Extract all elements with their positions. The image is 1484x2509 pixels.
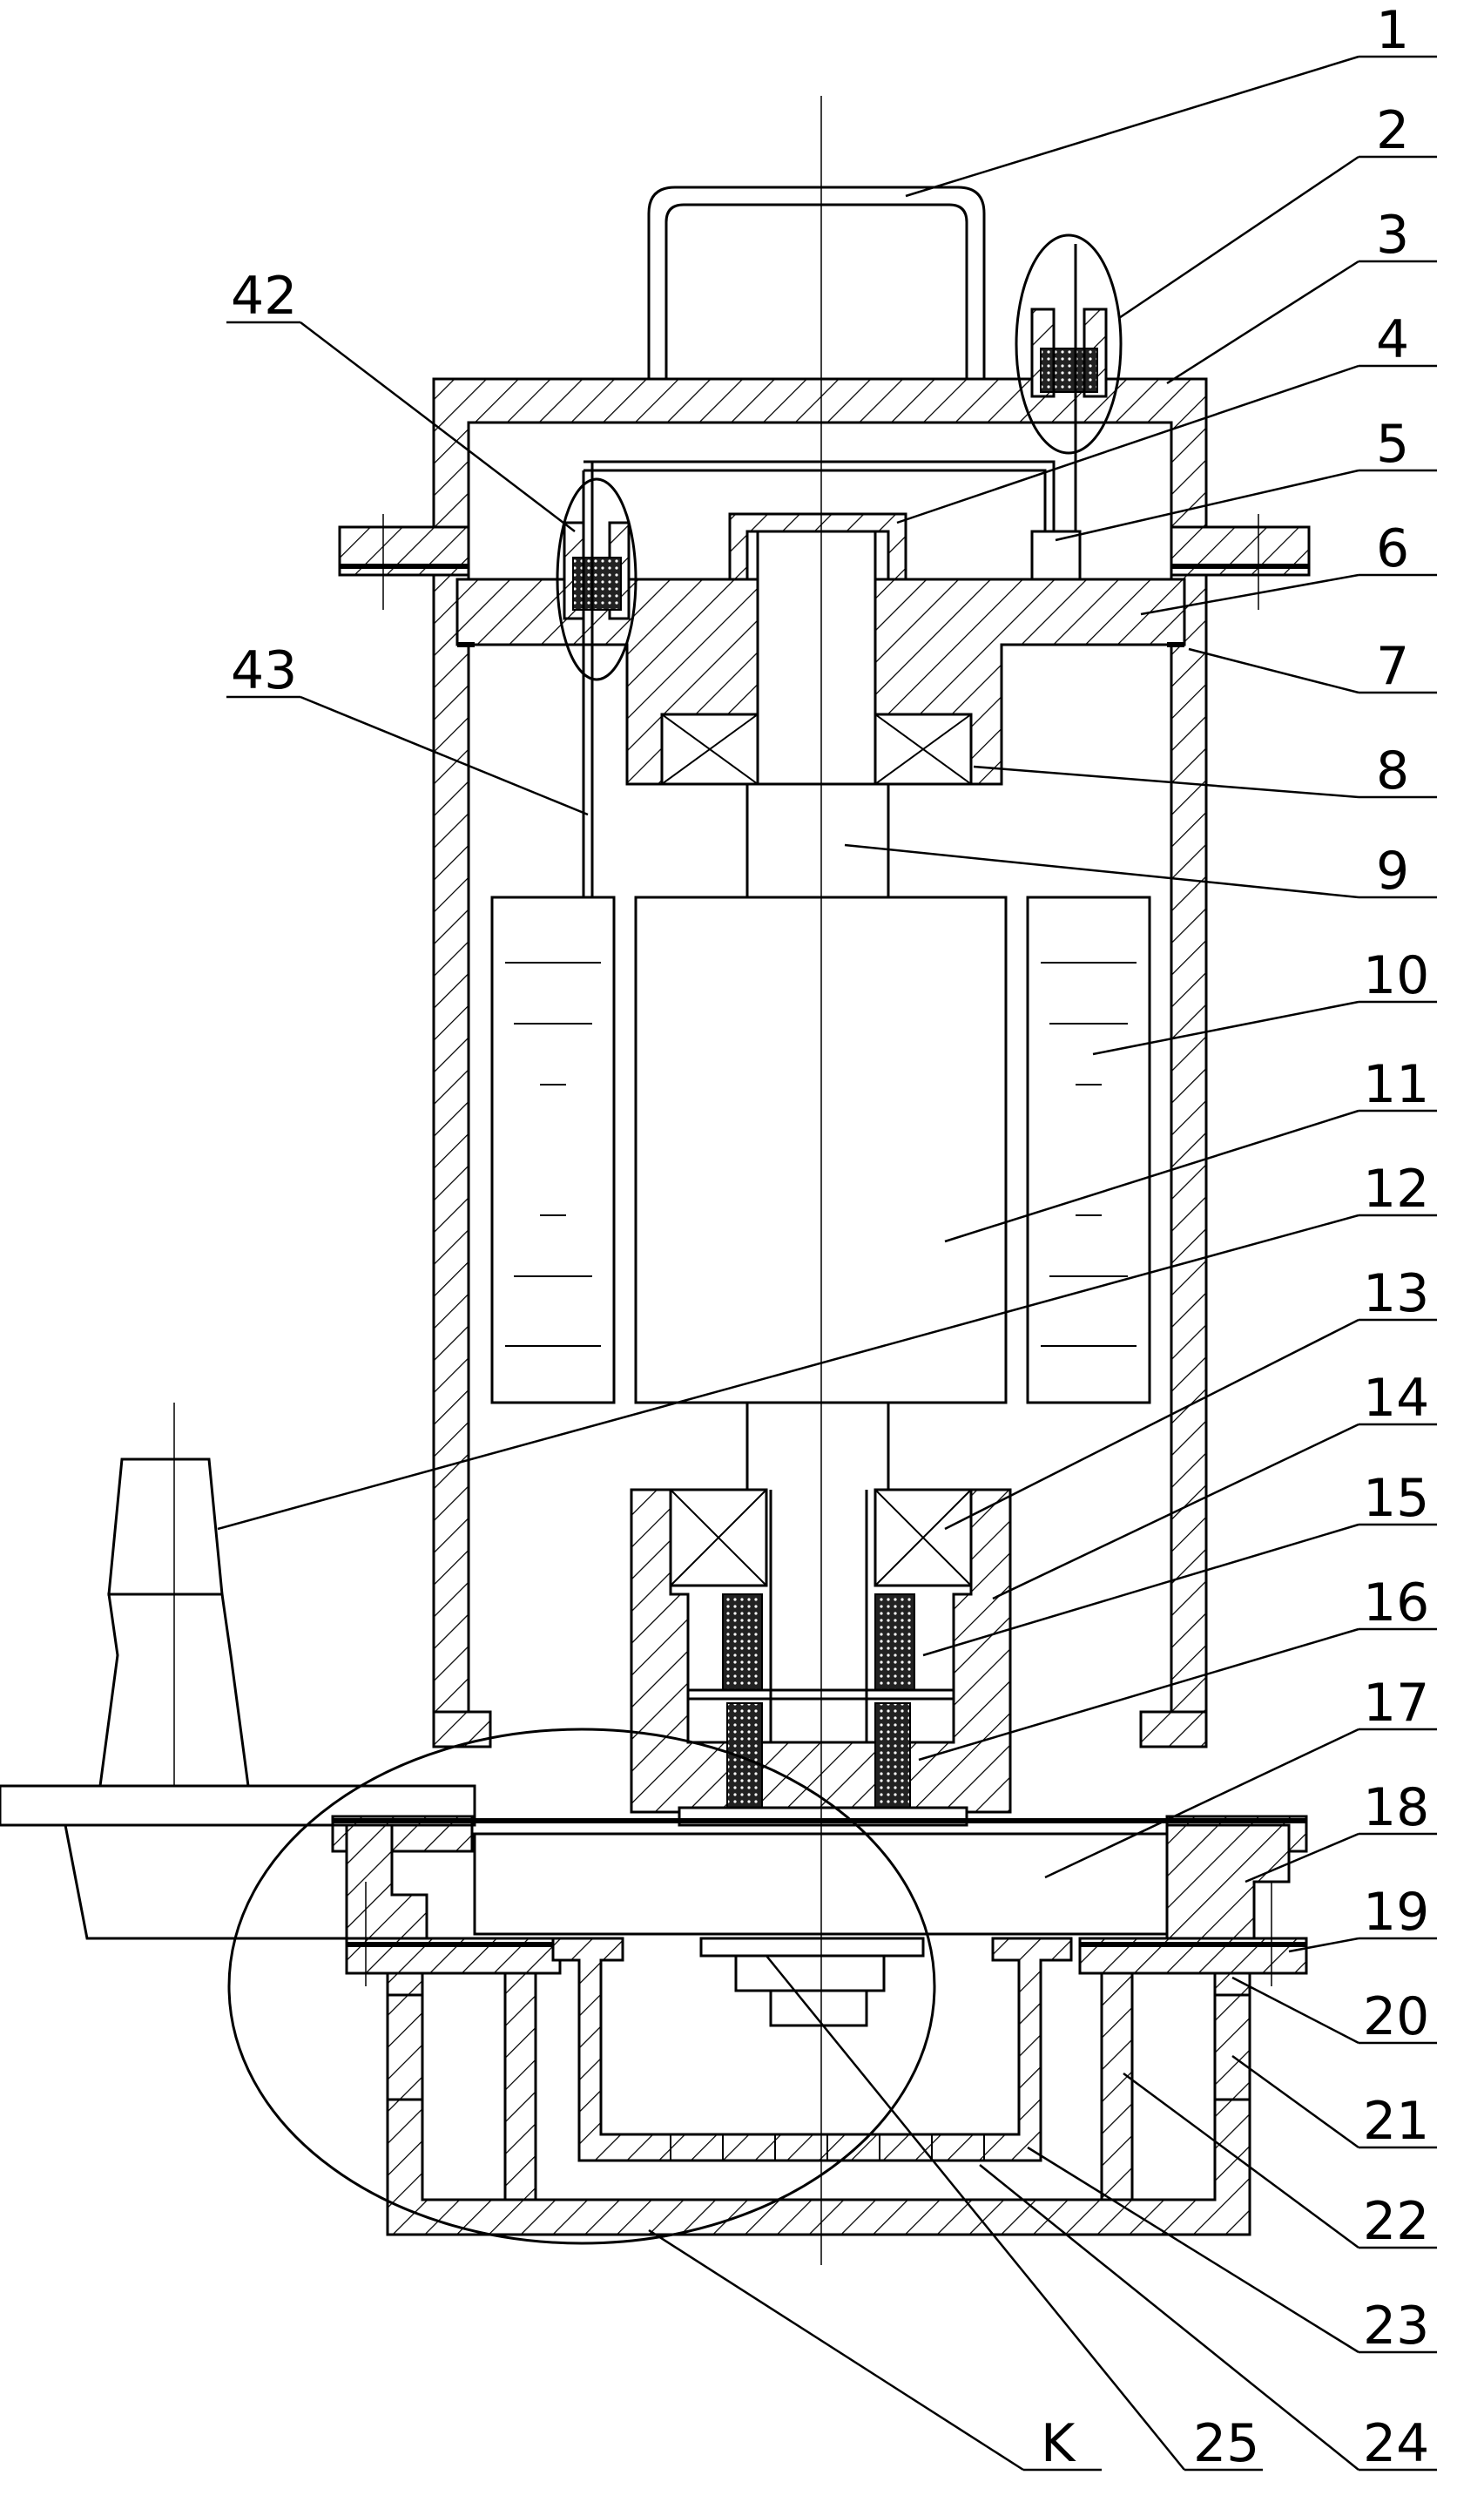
callout-13: 13 [1363, 1263, 1429, 1324]
detail-circle-k [227, 1728, 936, 2245]
base-flange [345, 1882, 1308, 1986]
callout-11: 11 [1363, 1054, 1429, 1115]
callout-24: 24 [1363, 2413, 1429, 2474]
callout-5: 5 [1376, 414, 1409, 475]
motor-housing [432, 573, 1208, 1748]
callout-3: 3 [1376, 205, 1409, 266]
cable-gland-top [1015, 233, 1123, 531]
callout-22: 22 [1363, 2191, 1429, 2252]
callout-1: 1 [1376, 0, 1409, 61]
callout-20: 20 [1363, 1986, 1429, 2047]
callout-23: 23 [1363, 2296, 1429, 2357]
callout-labels: 1 2 3 4 5 6 7 8 9 10 11 12 13 14 15 16 1… [231, 0, 1429, 2474]
callout-17: 17 [1363, 1673, 1429, 1734]
callout-10: 10 [1363, 945, 1429, 1006]
callout-18: 18 [1363, 1777, 1429, 1838]
callout-15: 15 [1363, 1468, 1429, 1529]
callout-8: 8 [1376, 741, 1409, 801]
outlet-pipe [0, 1403, 476, 1940]
stator [490, 896, 1151, 1404]
upper-bearing [660, 713, 973, 786]
callout-14: 14 [1363, 1368, 1429, 1429]
callout-2: 2 [1376, 100, 1409, 161]
cable-gland-internal [556, 462, 637, 897]
callout-43: 43 [231, 640, 297, 701]
callout-42: 42 [231, 266, 297, 327]
volute [551, 1937, 1073, 2162]
callout-25: 25 [1193, 2413, 1259, 2474]
strainer [386, 1971, 1251, 2236]
callout-9: 9 [1376, 841, 1409, 902]
callout-12: 12 [1363, 1159, 1429, 1220]
handle [647, 186, 986, 379]
terminal-block [583, 460, 1082, 581]
callout-4: 4 [1376, 309, 1409, 370]
callout-16: 16 [1363, 1572, 1429, 1633]
bearing-plate [455, 530, 1186, 786]
callout-7: 7 [1376, 636, 1409, 697]
lower-bearing [669, 1488, 973, 1587]
leader-lines [217, 55, 1437, 2472]
upper-flange [338, 514, 1311, 610]
callout-19: 19 [1363, 1882, 1429, 1943]
callout-21: 21 [1363, 2091, 1429, 2152]
callout-K: K [1041, 2413, 1076, 2474]
callout-6: 6 [1376, 518, 1409, 579]
oil-cap [728, 512, 907, 581]
